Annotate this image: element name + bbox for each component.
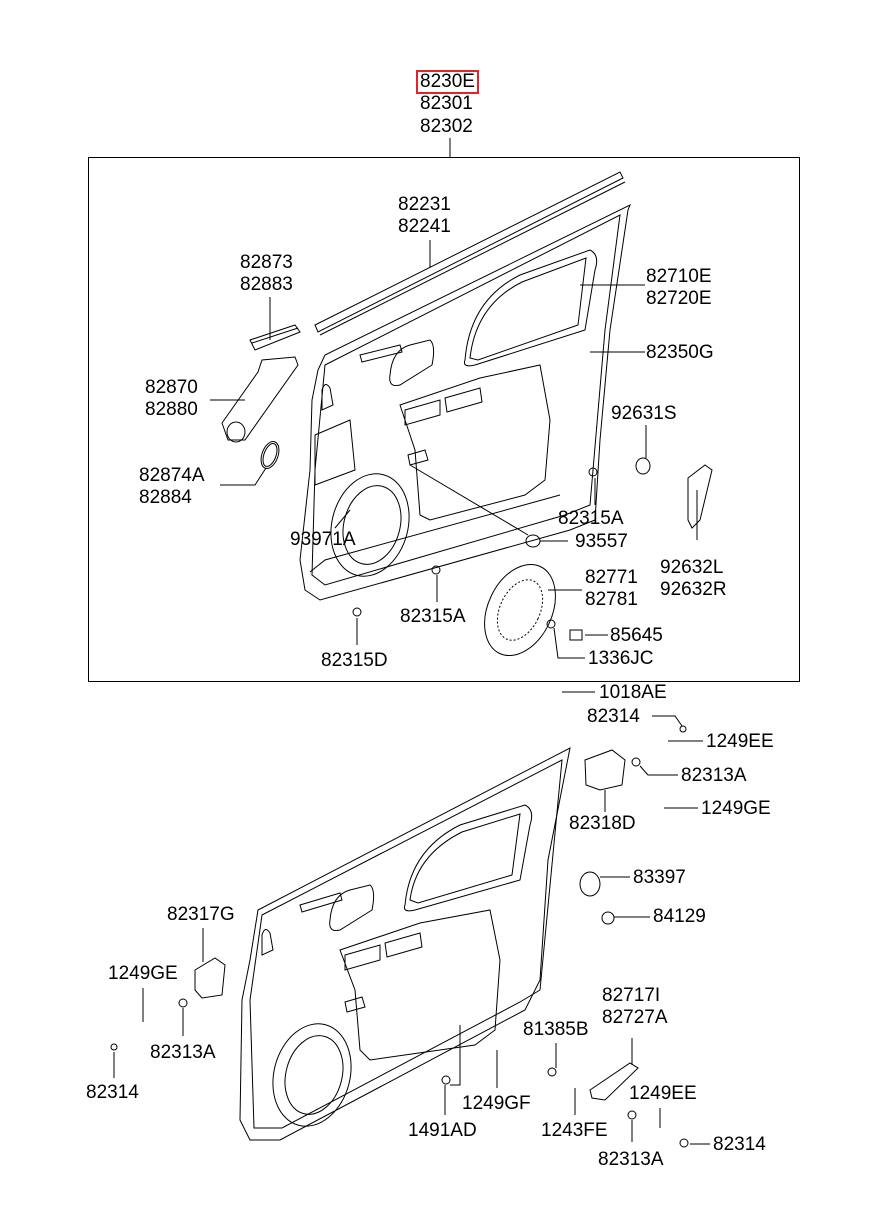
part-label-82231[interactable]: 82231 (398, 194, 451, 215)
clip-92631s (635, 457, 651, 475)
upper-door-trim-panel (299, 203, 631, 601)
part-label-1491ad[interactable]: 1491AD (408, 1120, 477, 1141)
part-label-85645[interactable]: 85645 (610, 625, 663, 646)
upper-group-frame (88, 157, 800, 682)
belt-weatherstrip (314, 171, 624, 333)
part-label-93557[interactable]: 93557 (575, 531, 628, 552)
part-label-82302[interactable]: 82302 (420, 116, 473, 137)
bracket-82318d (584, 749, 626, 791)
part-label-82350g[interactable]: 82350G (646, 342, 714, 363)
bracket-82317g (194, 957, 226, 999)
part-label-84129[interactable]: 84129 (653, 906, 706, 927)
ring-part (260, 441, 280, 469)
part-label-1249ee[interactable]: 1249EE (629, 1083, 697, 1104)
part-label-82314[interactable]: 82314 (86, 1082, 139, 1103)
part-label-82873[interactable]: 82873 (240, 252, 293, 273)
part-label-1249ge[interactable]: 1249GE (701, 798, 771, 819)
disc-83397 (579, 871, 601, 897)
part-label-83397[interactable]: 83397 (633, 867, 686, 888)
part-label-82884[interactable]: 82884 (139, 487, 192, 508)
part-label-82241[interactable]: 82241 (398, 216, 451, 237)
part-label-82314[interactable]: 82314 (713, 1134, 766, 1155)
bracket-82717i (589, 1062, 639, 1101)
part-label-82870[interactable]: 82870 (145, 377, 198, 398)
part-label-82313a[interactable]: 82313A (681, 765, 747, 786)
part-label-82874a[interactable]: 82874A (139, 465, 205, 486)
part-label-92632r[interactable]: 92632R (660, 579, 727, 600)
part-label-82313a[interactable]: 82313A (598, 1149, 664, 1170)
part-label-82315a[interactable]: 82315A (400, 606, 466, 627)
part-label-1336jc[interactable]: 1336JC (588, 648, 654, 669)
part-label-82771[interactable]: 82771 (585, 567, 638, 588)
part-label-82315d[interactable]: 82315D (321, 650, 388, 671)
lower-leader-lines (113, 691, 710, 1145)
upper-leader-lines (210, 240, 698, 659)
part-label-1018ae[interactable]: 1018AE (599, 682, 667, 703)
speaker-grille (484, 563, 556, 657)
cover-92632 (687, 464, 713, 529)
part-label-82317g[interactable]: 82317G (167, 904, 235, 925)
part-label-82313a[interactable]: 82313A (150, 1042, 216, 1063)
part-label-1249ge[interactable]: 1249GE (108, 963, 178, 984)
part-label-81385b[interactable]: 81385B (523, 1019, 589, 1040)
part-label-93971a[interactable]: 93971A (290, 529, 356, 550)
part-label-82883[interactable]: 82883 (240, 274, 293, 295)
part-label-82727a[interactable]: 82727A (602, 1007, 668, 1028)
part-label-92631s[interactable]: 92631S (611, 403, 677, 424)
part-label-8230e-highlighted[interactable]: 8230E (416, 70, 479, 94)
part-label-92632l[interactable]: 92632L (660, 557, 724, 578)
part-label-82781[interactable]: 82781 (585, 589, 638, 610)
part-label-82301[interactable]: 82301 (420, 93, 473, 114)
switch-part (249, 324, 301, 351)
part-label-82717i[interactable]: 82717I (602, 985, 661, 1006)
part-label-82710e[interactable]: 82710E (646, 266, 712, 287)
part-label-82318d[interactable]: 82318D (569, 813, 636, 834)
part-label-82315a[interactable]: 82315A (558, 508, 624, 529)
part-label-1249ee[interactable]: 1249EE (706, 731, 774, 752)
part-label-82720e[interactable]: 82720E (646, 288, 712, 309)
part-label-82314[interactable]: 82314 (587, 706, 640, 727)
part-label-1249gf[interactable]: 1249GF (462, 1093, 531, 1114)
part-label-1243fe[interactable]: 1243FE (541, 1120, 608, 1141)
lower-door-trim-panel (239, 747, 571, 1141)
part-label-82880[interactable]: 82880 (145, 399, 198, 420)
